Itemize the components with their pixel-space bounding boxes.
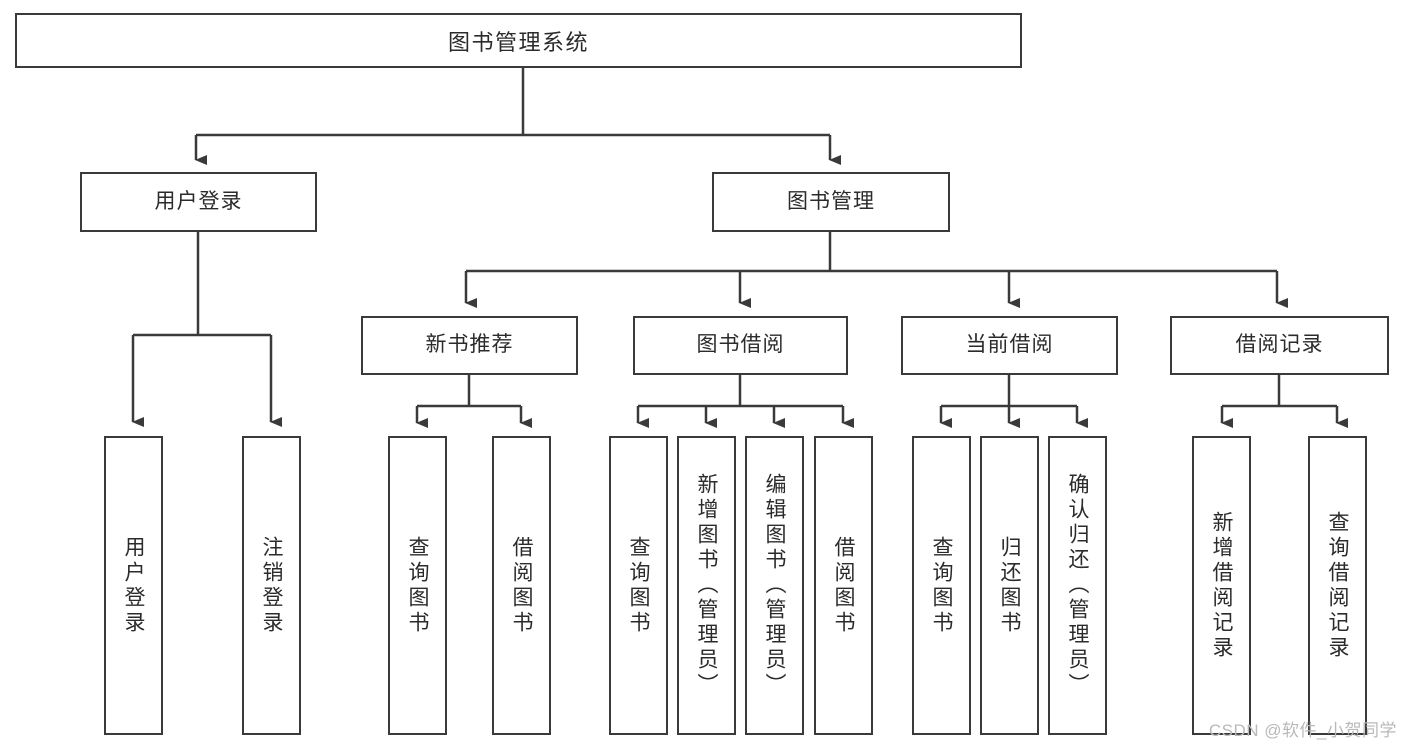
- node-label: 确认归还（管理员）: [1066, 473, 1090, 698]
- node-label: 归还图书: [998, 535, 1022, 636]
- node-label: 查询图书: [930, 535, 954, 636]
- node-leaf-query-borrow-record[interactable]: 查询借阅记录: [1308, 436, 1367, 735]
- node-label: 新书推荐: [425, 333, 514, 357]
- csdn-watermark: CSDN @软件_小贺同学: [1208, 721, 1397, 740]
- node-label: 借阅图书: [832, 535, 856, 636]
- node-root-system[interactable]: 图书管理系统: [15, 13, 1022, 68]
- node-leaf-query-book-3[interactable]: 查询图书: [912, 436, 971, 735]
- node-label: 图书管理系统: [447, 29, 589, 55]
- node-book-borrow[interactable]: 图书借阅: [633, 316, 848, 375]
- node-leaf-add-book[interactable]: 新增图书（管理员）: [677, 436, 736, 735]
- node-borrow-record[interactable]: 借阅记录: [1170, 316, 1389, 375]
- node-book-management[interactable]: 图书管理: [712, 172, 950, 232]
- node-leaf-query-book-2[interactable]: 查询图书: [609, 436, 668, 735]
- node-label: 查询借阅记录: [1326, 510, 1350, 661]
- node-leaf-borrow-book-2[interactable]: 借阅图书: [814, 436, 873, 735]
- node-label: 图书管理: [787, 189, 875, 213]
- node-label: 新增图书（管理员）: [695, 473, 719, 698]
- node-user-login[interactable]: 用户登录: [80, 172, 317, 232]
- node-leaf-edit-book[interactable]: 编辑图书（管理员）: [745, 436, 804, 735]
- node-label: 注销登录: [260, 535, 284, 636]
- node-leaf-user-login[interactable]: 用户登录: [104, 436, 163, 735]
- node-label: 当前借阅: [965, 333, 1054, 357]
- node-label: 查询图书: [406, 535, 430, 636]
- node-label: 编辑图书（管理员）: [763, 473, 787, 698]
- node-label: 用户登录: [122, 535, 146, 636]
- node-leaf-borrow-book-1[interactable]: 借阅图书: [492, 436, 551, 735]
- node-label: 借阅记录: [1235, 333, 1324, 357]
- node-label: 查询图书: [627, 535, 651, 636]
- node-label: 图书借阅: [696, 333, 785, 357]
- node-current-borrow[interactable]: 当前借阅: [901, 316, 1118, 375]
- node-label: 新增借阅记录: [1210, 510, 1234, 661]
- node-new-book-recommend[interactable]: 新书推荐: [361, 316, 578, 375]
- node-leaf-return-book[interactable]: 归还图书: [980, 436, 1039, 735]
- node-leaf-confirm-return[interactable]: 确认归还（管理员）: [1048, 436, 1107, 735]
- node-leaf-add-borrow-record[interactable]: 新增借阅记录: [1192, 436, 1251, 735]
- node-leaf-logout-login[interactable]: 注销登录: [242, 436, 301, 735]
- node-leaf-query-book-1[interactable]: 查询图书: [388, 436, 447, 735]
- node-label: 用户登录: [154, 189, 243, 213]
- node-label: 借阅图书: [510, 535, 534, 636]
